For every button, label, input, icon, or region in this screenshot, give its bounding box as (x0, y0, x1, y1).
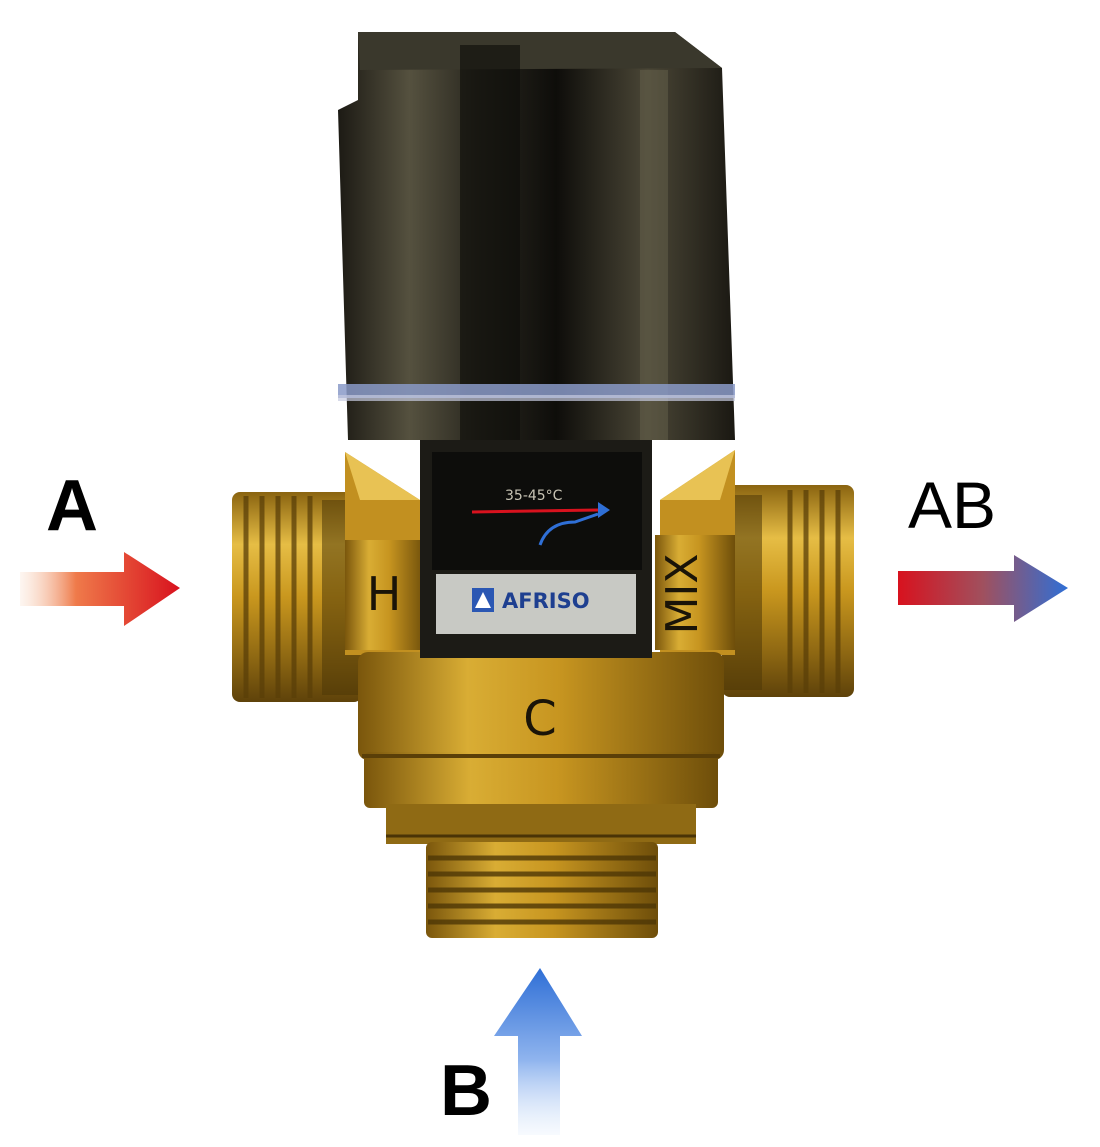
mix-port-mark: MIX (657, 553, 708, 634)
afriso-logo-mark-icon (475, 592, 491, 608)
mix-outlet-fitting (722, 485, 854, 697)
hot-inflow-arrow-icon (20, 552, 180, 626)
cold-flow-mark (538, 512, 599, 546)
dial-readout: 35-45°C (505, 488, 563, 504)
temperature-dial: 35-45°C (471, 488, 610, 546)
flow-arrow-head-icon (598, 502, 610, 518)
hot-flow-mark (471, 508, 599, 514)
mixed-outlet-label: AB (908, 468, 997, 542)
brand-name: AFRISO (502, 589, 590, 613)
cold-inlet-fitting (426, 842, 658, 938)
hot-inlet-label: A (46, 466, 98, 546)
cold-collar (358, 652, 724, 844)
cold-port-mark: C (523, 691, 557, 747)
adjustment-cap (338, 32, 735, 658)
brand-plate: AFRISO (436, 574, 636, 634)
cold-inlet-label: B (440, 1051, 492, 1131)
hot-port-mark: H (367, 567, 402, 621)
cold-inflow-arrow-icon (494, 968, 582, 1135)
mixed-outflow-arrow-icon (898, 555, 1068, 622)
valve-body (345, 450, 735, 655)
hot-inlet-fitting (232, 492, 362, 702)
